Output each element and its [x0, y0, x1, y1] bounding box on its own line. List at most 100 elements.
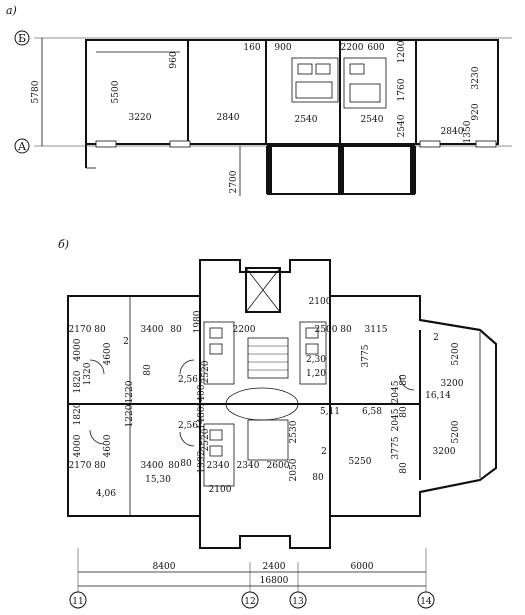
door-swing-3	[179, 359, 195, 375]
dim-3220: 3220	[129, 113, 152, 123]
sink-1	[297, 63, 313, 75]
dim-80-a: 80	[94, 325, 106, 335]
dim-2840-b: 2840	[441, 127, 464, 137]
axis-marker-14	[417, 591, 435, 609]
dim-3775-b: 3775	[391, 436, 401, 459]
dim-3200-a: 3200	[441, 379, 464, 389]
dim-960: 960	[169, 51, 179, 68]
loggia-1-post	[266, 146, 272, 194]
loggia-mid-post	[338, 146, 344, 194]
dim-900: 900	[274, 43, 291, 53]
dim-4-06: 4,06	[96, 489, 116, 499]
toilet-1	[315, 63, 331, 75]
dim-1760: 1760	[397, 78, 407, 101]
bathroom-block-2	[343, 57, 387, 109]
dim-16800: 16800	[260, 576, 289, 586]
axis-label-12: 12	[244, 597, 255, 607]
sink-2	[349, 63, 365, 75]
fixture-3	[305, 327, 319, 339]
stair-flight	[247, 337, 289, 379]
door-swing-1	[89, 359, 105, 375]
dim-2600: 2600	[267, 461, 290, 471]
dim-2540-b: 2540	[361, 115, 384, 125]
dim-5-11: 5,11	[320, 407, 340, 417]
dim-2045-a: 2045	[391, 380, 401, 403]
axis-label-11: 11	[72, 597, 83, 607]
dim-1320: 1320	[83, 362, 93, 385]
dim-2530: 2530	[289, 420, 299, 443]
plan-a: а) Б А 5780 2700	[6, 4, 512, 196]
axis-label-14: 14	[420, 597, 432, 607]
dim-600: 600	[367, 43, 384, 53]
dim-4600-a: 4600	[103, 342, 113, 365]
dim-5500: 5500	[111, 80, 121, 103]
dim-2100-top: 2100	[309, 297, 332, 307]
bathtub-2	[349, 83, 381, 103]
loggia-1	[267, 145, 341, 195]
dim-1400: 1400	[197, 384, 207, 407]
dim-80-k: 80	[168, 461, 180, 471]
dim-160: 160	[243, 43, 260, 53]
door-swing-4	[179, 431, 195, 447]
dim-2700: 2700	[229, 170, 239, 193]
wet-unit-lower-left	[203, 423, 235, 487]
dim-2340-b: 2340	[237, 461, 260, 471]
dim-1220-b: 1220	[125, 404, 135, 427]
dim-2-c: 2	[321, 447, 327, 457]
door-swing-2	[89, 429, 105, 445]
dim-3400-b: 3400	[141, 461, 164, 471]
dim-2045-b: 2045	[391, 408, 401, 431]
dim-2840: 2840	[217, 113, 240, 123]
fixture-2	[209, 343, 223, 355]
axis-marker-11	[69, 591, 87, 609]
loggia-2	[341, 145, 415, 195]
dim-3230: 3230	[471, 66, 481, 89]
dim-80-j: 80	[94, 461, 106, 471]
window-4	[475, 140, 497, 148]
dim-2200: 2200	[341, 43, 364, 53]
dim-80-i: 80	[399, 462, 409, 474]
fixture-6	[209, 445, 223, 457]
dim-1220-a: 1220	[125, 380, 135, 403]
dim-80-e: 80	[399, 374, 409, 386]
dim-1820-a: 1820	[73, 370, 83, 393]
axis-marker-a	[14, 138, 30, 154]
dim-3200-b: 3200	[433, 447, 456, 457]
dim-8400: 8400	[153, 562, 176, 572]
dim-2520-b: 2520	[201, 428, 211, 451]
door-swing-5	[399, 375, 415, 391]
dim-5200-a: 5200	[451, 342, 461, 365]
dim-5780: 5780	[31, 80, 41, 103]
dim-80-g: 80	[180, 459, 192, 469]
dim-2-b: 2	[433, 333, 439, 343]
dim-2540-c: 2540	[397, 114, 407, 137]
dim-80-h: 80	[312, 473, 324, 483]
dim-3775-a: 3775	[361, 344, 371, 367]
panel-b-label: б)	[58, 238, 69, 251]
bay-window-right	[419, 319, 497, 493]
dim-6000: 6000	[351, 562, 374, 572]
axis-label-13: 13	[292, 597, 304, 607]
fixture-1	[209, 327, 223, 339]
dim-1480: 1480	[197, 406, 207, 429]
plan-b: б)	[58, 238, 497, 609]
dim-1992: 1992	[197, 451, 207, 474]
axis-marker-13	[289, 591, 307, 609]
dim-2170-a: 2170	[69, 325, 92, 335]
wet-unit-upper-left	[203, 321, 235, 385]
axis-label-b: Б	[18, 32, 26, 45]
dim-2-a: 2	[123, 337, 129, 347]
dim-1820-b: 1820	[73, 402, 83, 425]
dim-80-b: 80	[170, 325, 182, 335]
dim-1200: 1200	[397, 40, 407, 63]
dim-2400: 2400	[263, 562, 286, 572]
axis-marker-12	[241, 591, 259, 609]
elevator-shaft	[245, 267, 281, 313]
fixture-4	[305, 343, 319, 355]
dim-15-30: 15,30	[145, 475, 171, 485]
dim-6-58: 6,58	[362, 407, 382, 417]
fixture-5	[209, 429, 223, 441]
dim-2170-b: 2170	[69, 461, 92, 471]
